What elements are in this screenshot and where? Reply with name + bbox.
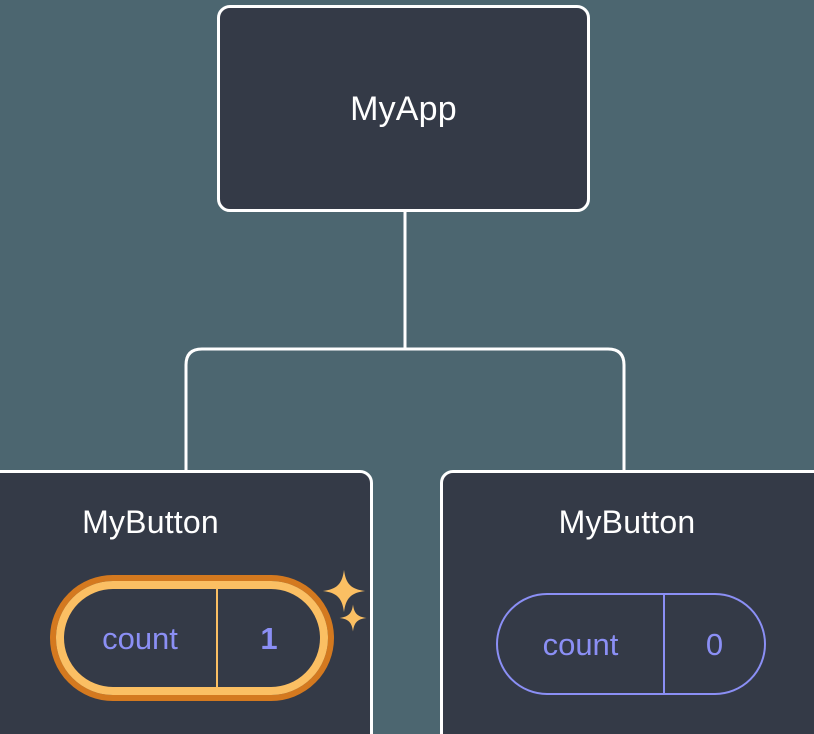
node-mybutton-left-label: MyButton <box>82 504 219 540</box>
sparkle-small-icon <box>339 604 367 632</box>
state-key-count-left: count <box>102 620 178 656</box>
node-myapp[interactable]: MyApp <box>217 5 590 212</box>
node-myapp-label: MyApp <box>350 89 457 128</box>
node-mybutton-right-label: MyButton <box>558 504 696 540</box>
connector-branch <box>184 347 626 471</box>
state-pill-plain[interactable]: count 0 <box>496 593 766 695</box>
state-value-count-left: 1 <box>216 589 320 687</box>
state-value-count-right: 0 <box>663 595 764 693</box>
node-mybutton-left[interactable]: MyButton count 1 <box>0 470 373 734</box>
node-mybutton-right[interactable]: MyButton count 0 <box>440 470 814 734</box>
state-pill-inner-ring: count 1 <box>56 581 328 695</box>
state-key-count-right: count <box>542 626 619 662</box>
state-pill-highlighted[interactable]: count 1 <box>50 575 334 701</box>
sparkle-large-icon <box>322 569 366 613</box>
